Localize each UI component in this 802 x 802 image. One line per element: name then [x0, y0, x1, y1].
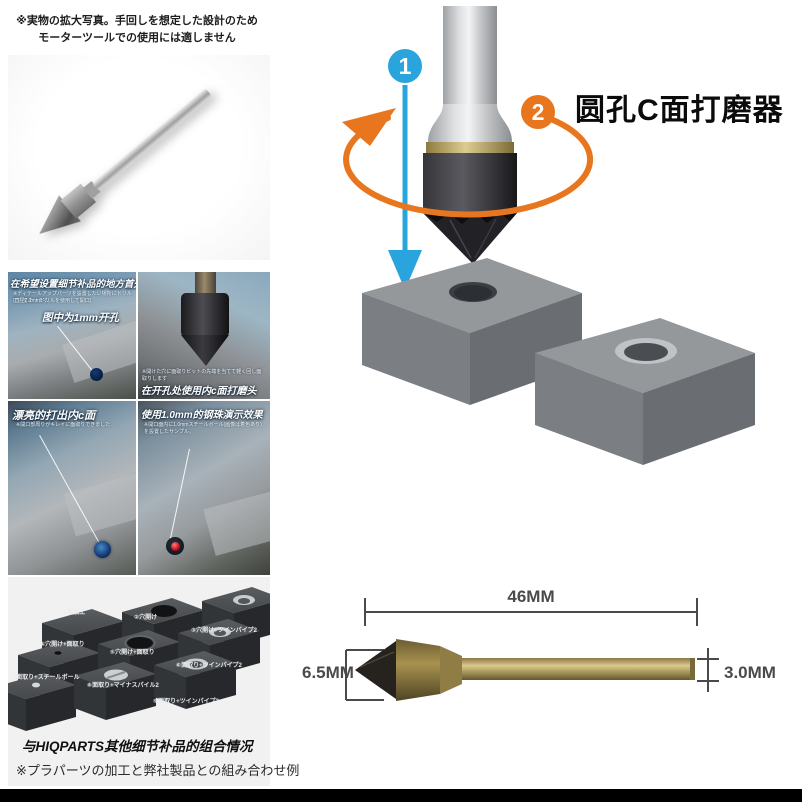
panel2-note: ※開けた穴に面取りビットの先端を当てて軽く回し面取りします	[142, 369, 262, 383]
pointer-line	[169, 448, 190, 541]
combination-examples: ①無加工 ②穴開け ③穴開け+ツインパイプ2 ④穴開け+面取り ⑤穴開け+面取り…	[0, 577, 299, 786]
block-labels: ①無加工 ②穴開け ③穴開け+ツインパイプ2 ④穴開け+面取り ⑤穴開け+面取り…	[11, 608, 258, 705]
step1-badge	[388, 49, 422, 83]
shaft-dimension-line	[697, 648, 719, 692]
tool-illustration	[423, 6, 517, 264]
panel-chamfer-result: 漂亮的打出内c面 ※開口部周りがキレイに面取りできました	[8, 401, 136, 575]
chamfered-hole	[94, 541, 111, 558]
step2-number: 2	[532, 99, 545, 125]
block-label-7: ⑦面取り+スチールボール	[11, 673, 80, 681]
panel2-caption: 在开孔处使用内c面打磨头	[141, 386, 257, 397]
block-with-plain-hole	[362, 258, 582, 405]
step1-number: 1	[399, 53, 412, 79]
closeup-bit-shank	[195, 272, 216, 295]
usage-illustration: 1 2	[342, 6, 755, 465]
panel-bit-closeup: ※開けた穴に面取りビットの先端を当てて軽く回し面取りします 在开孔处使用内c面打…	[138, 272, 270, 399]
panel4-note: ※開口面内に1.0mmスチールボール(画像は着色あり)を設置したサンプル。	[144, 422, 262, 436]
panel1-caption: 图中为1mm开孔	[42, 312, 120, 324]
block-label-4: ④穴開け+面取り	[40, 640, 85, 648]
steel-ball-hole	[166, 537, 184, 555]
block-label-5: ⑤穴開け+面取り	[110, 648, 155, 656]
drilled-hole	[90, 368, 103, 381]
panel-steel-ball-demo: 使用1.0mm的钢珠演示效果 ※開口面内に1.0mmスチールボール(画像は着色あ…	[138, 401, 270, 575]
block-label-6: ⑥面取り+ツインパイプ2	[176, 661, 243, 669]
panel-drill-hole: 在希望设置细节补品的地方首先钻洞 ※ディテールアップパーツを設置したい場所にドリ…	[8, 272, 136, 399]
head-diameter-label: 6.5MM	[302, 663, 354, 682]
countersink-bit-photo	[8, 55, 270, 260]
top-note-line2: モーターツールでの使用には適しません	[38, 32, 236, 45]
usage-detail-grid: 在希望设置细节补品的地方首先钻洞 ※ディテールアップパーツを設置したい場所にドリ…	[8, 272, 270, 575]
top-note: ※実物の拡大写真。手回しを想定した設計のため モーターツールでの使用には適しませ…	[6, 13, 268, 47]
step2-badge	[521, 95, 555, 129]
dimension-diagram: 46MM 6.5MM 3.0MM	[302, 587, 776, 701]
block-label-3: ③穴開け+ツインパイプ2	[191, 626, 258, 634]
length-label: 46MM	[507, 587, 554, 606]
step1-arrow-down: 1	[388, 49, 422, 290]
combo-caption-cn: 与HIQPARTS其他细节补品的组合情况	[22, 739, 253, 754]
bit-shaft-shape	[91, 88, 212, 191]
panel4-title: 使用1.0mm的钢珠演示效果	[141, 410, 263, 421]
block-label-2: ②穴開け	[134, 613, 157, 621]
top-note-line1: ※実物の拡大写真。手回しを想定した設計のため	[16, 15, 258, 27]
block-label-9: ⑨面取り+ツインパイプ3	[153, 697, 220, 705]
combo-caption-jp: ※プラパーツの加工と弊社製品との組み合わせ例	[16, 763, 300, 778]
panel1-note1: ※ディテールアップパーツを設置したい場所にドリルで穴をあけます。	[13, 291, 132, 305]
panel3-title: 漂亮的打出内c面	[12, 410, 96, 422]
blocks-illustration: ①無加工 ②穴開け ③穴開け+ツインパイプ2 ④穴開け+面取り ⑤穴開け+面取り…	[0, 587, 284, 731]
step2-rotation-arrow: 2	[342, 95, 594, 218]
block-with-chamfered-hole	[535, 318, 755, 465]
panel1-note2: (直径2.1mmドリルを使用して開口)	[13, 298, 92, 304]
product-title: 圆孔C面打磨器	[575, 94, 784, 127]
block-label-8: ⑧面取り+マイナスパイル2	[87, 681, 159, 689]
countersink-bit-image	[32, 82, 217, 243]
tool-side-view	[355, 639, 695, 701]
panel1-title: 在希望设置细节补品的地方首先钻洞	[10, 279, 136, 290]
bottom-black-bar	[0, 789, 802, 802]
head-dimension-line	[345, 649, 384, 701]
closeup-bit-cone	[181, 335, 229, 366]
length-dimension-line	[364, 598, 698, 626]
plastic-edge-facet	[63, 469, 136, 537]
block-grid	[0, 587, 284, 731]
steel-ball	[171, 542, 180, 551]
plastic-edge-facet	[203, 486, 270, 556]
shaft-diameter-label: 3.0MM	[724, 663, 776, 682]
closeup-bit-head	[181, 293, 229, 337]
panel3-note: ※開口部周りがキレイに面取りできました	[16, 422, 111, 428]
block-label-1: ①無加工	[62, 608, 85, 616]
